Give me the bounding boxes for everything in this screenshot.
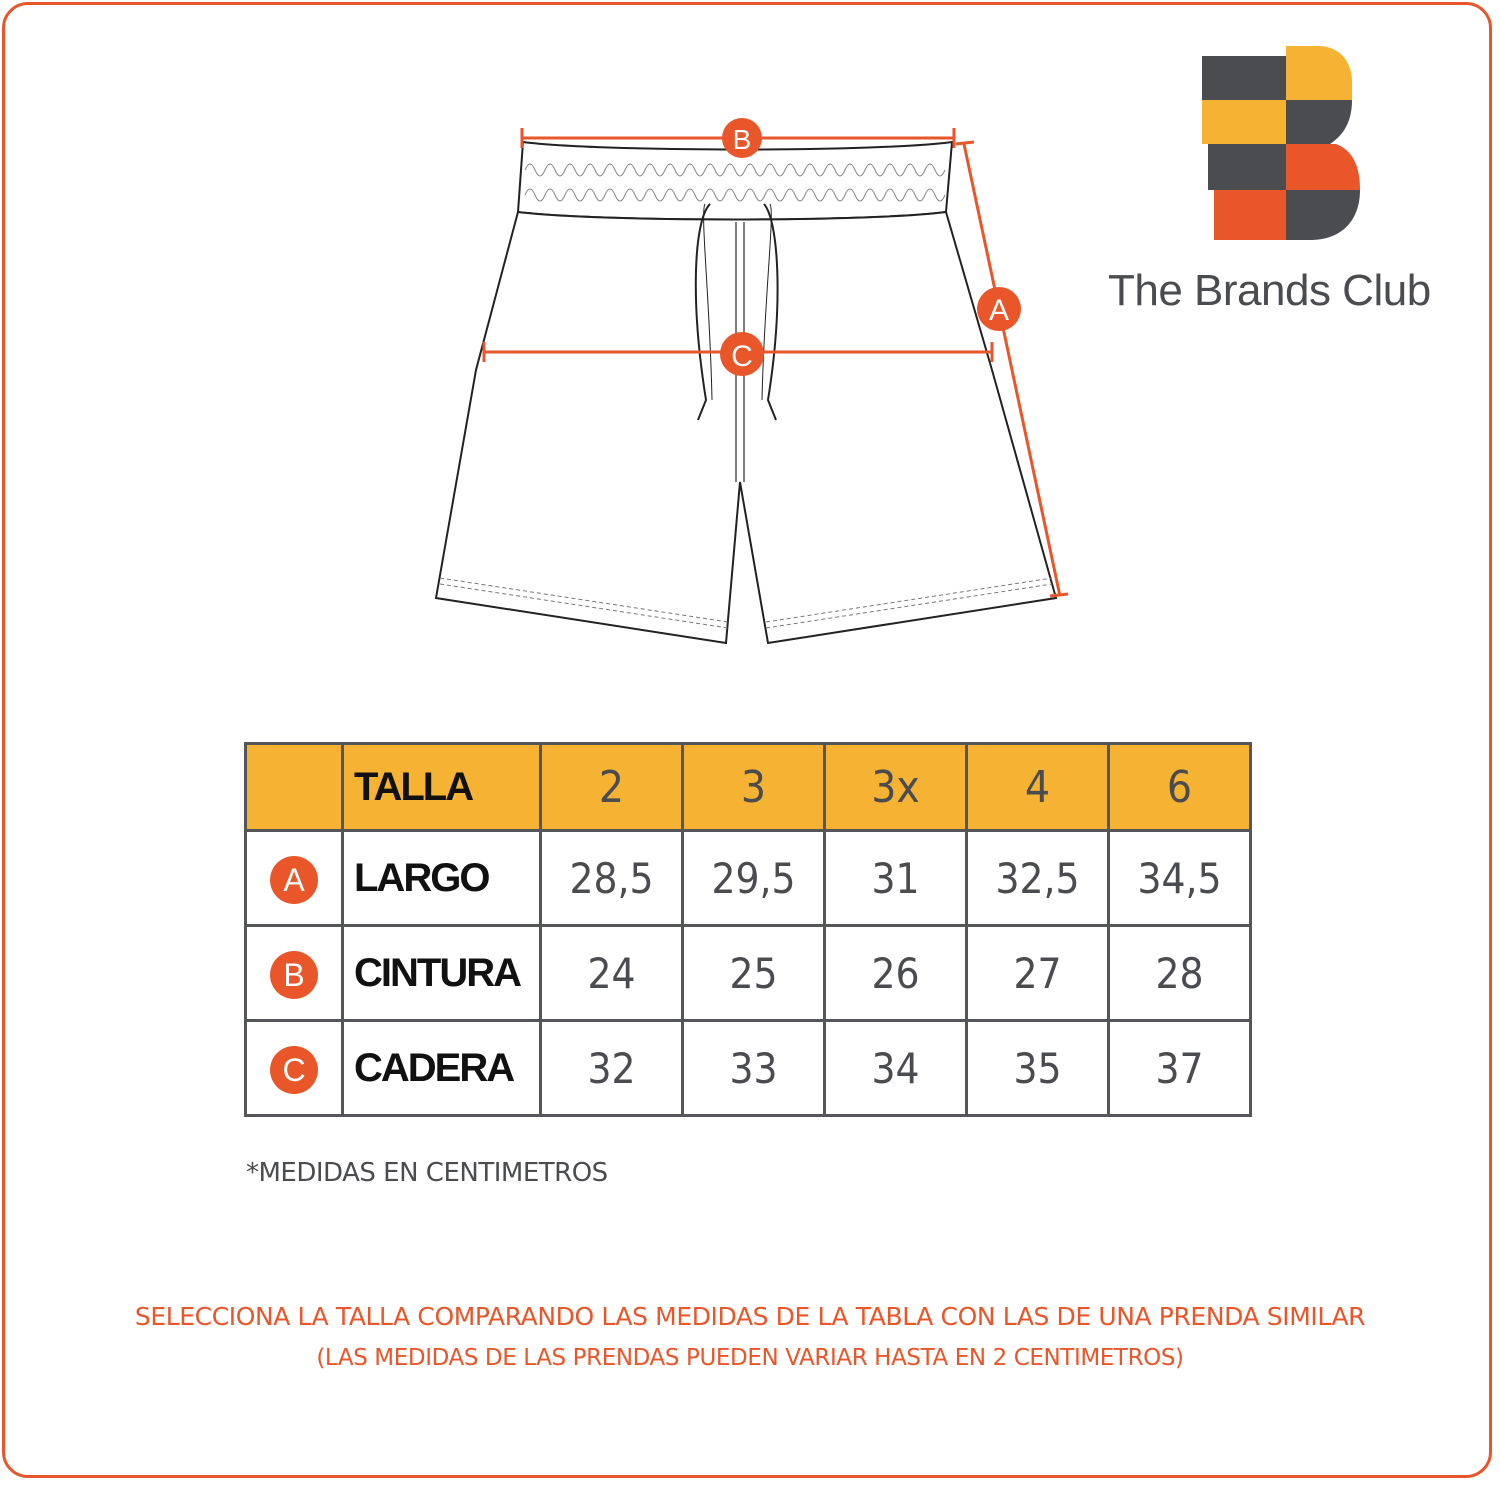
header-empty-cell — [244, 742, 344, 832]
cell-value: 34,5 — [1107, 829, 1252, 927]
svg-text:C: C — [731, 340, 753, 373]
size-3: 3 — [681, 742, 826, 832]
measure-a-line — [962, 143, 1062, 597]
brand-logo — [1202, 46, 1360, 240]
size-2: 2 — [539, 742, 684, 832]
footer-instruction: SELECCIONA LA TALLA COMPARANDO LAS MEDID… — [134, 1302, 1366, 1331]
cell-value: 32 — [539, 1019, 684, 1117]
marker-b: B — [722, 118, 762, 158]
size-table: TALLA 2 3 3x 4 6 A LARGO 28,5 29,5 31 32… — [244, 742, 1252, 1117]
cell-value: 24 — [539, 924, 684, 1022]
row-label-largo: LARGO — [341, 829, 542, 927]
cell-value: 31 — [823, 829, 968, 927]
brand-name: The Brands Club — [1108, 266, 1431, 315]
table-row: A LARGO 28,5 29,5 31 32,5 34,5 — [244, 829, 1252, 927]
marker-badge-a: A — [270, 856, 318, 904]
row-label-cadera: CADERA — [341, 1019, 542, 1117]
marker-badge-b: B — [270, 951, 318, 999]
units-note: *MEDIDAS EN CENTIMETROS — [246, 1158, 608, 1188]
size-6: 6 — [1107, 742, 1252, 832]
cell-value: 29,5 — [681, 829, 826, 927]
marker-a: A — [977, 287, 1021, 331]
marker-badge-c: C — [270, 1046, 318, 1094]
svg-text:B: B — [733, 124, 752, 155]
marker-c: C — [720, 332, 764, 376]
footer-disclaimer: (LAS MEDIDAS DE LAS PRENDAS PUEDEN VARIA… — [316, 1345, 1184, 1371]
row-label-cintura: CINTURA — [341, 924, 542, 1022]
cell-value: 25 — [681, 924, 826, 1022]
cell-value: 32,5 — [965, 829, 1110, 927]
cell-value: 34 — [823, 1019, 968, 1117]
cell-value: 27 — [965, 924, 1110, 1022]
table-row: C CADERA 32 33 34 35 37 — [244, 1019, 1252, 1117]
cell-value: 28 — [1107, 924, 1252, 1022]
cell-value: 26 — [823, 924, 968, 1022]
cell-value: 35 — [965, 1019, 1110, 1117]
size-4: 4 — [965, 742, 1110, 832]
size-3x: 3x — [823, 742, 968, 832]
cell-value: 33 — [681, 1019, 826, 1117]
table-header-row: TALLA 2 3 3x 4 6 — [244, 742, 1252, 832]
header-talla-label: TALLA — [341, 742, 542, 832]
svg-text:A: A — [989, 294, 1009, 327]
shorts-illustration: B C A — [434, 118, 1069, 645]
shorts-body — [434, 210, 1058, 645]
table-row: B CINTURA 24 25 26 27 28 — [244, 924, 1252, 1022]
cell-value: 28,5 — [539, 829, 684, 927]
cell-value: 37 — [1107, 1019, 1252, 1117]
